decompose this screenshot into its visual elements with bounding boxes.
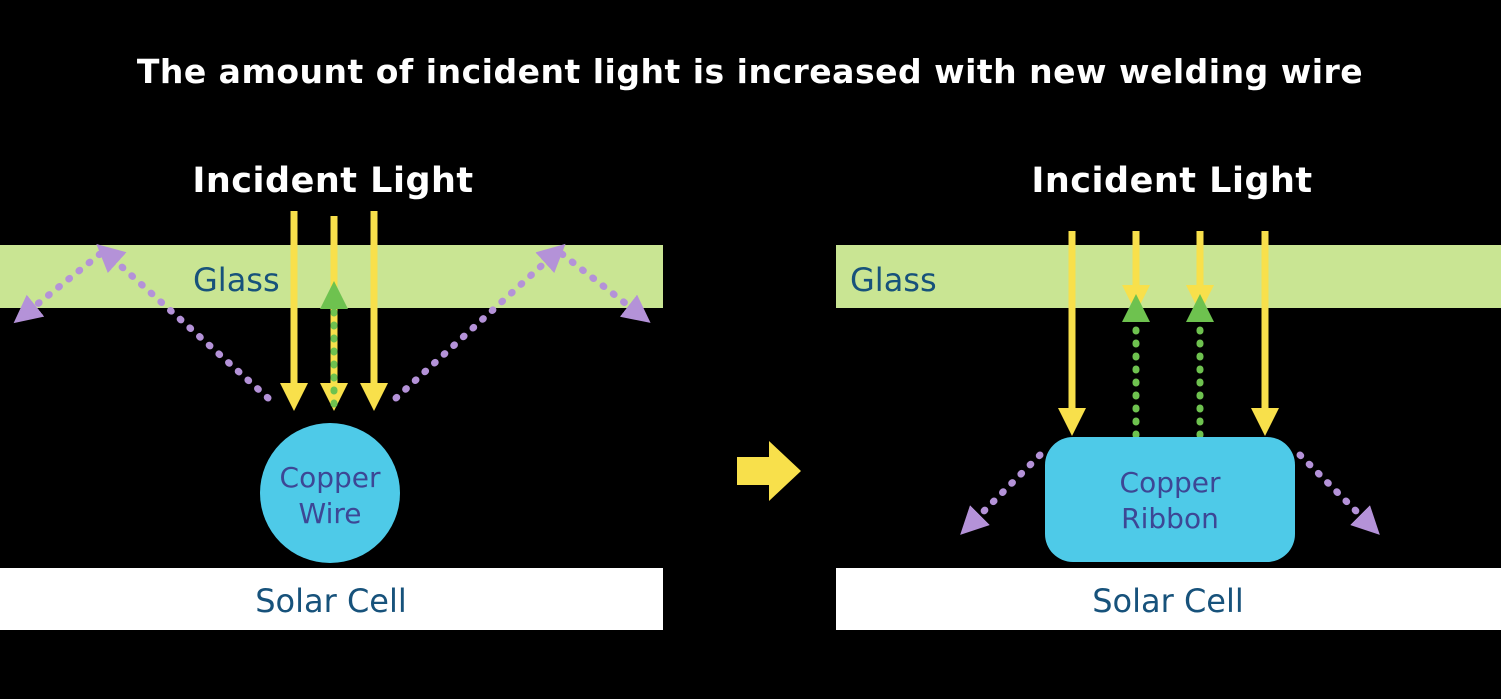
copper-wire-shape xyxy=(260,423,400,563)
solar-cell-label-left: Solar Cell xyxy=(255,582,407,620)
right-panel: Incident Light Glass Copper Ribbon Solar… xyxy=(836,161,1501,630)
solar-cell-layer-left xyxy=(0,568,663,630)
copper-wire-label-line1: Copper xyxy=(280,461,381,494)
incident-light-label-left: Incident Light xyxy=(192,161,473,201)
scattered-ray-left-up-icon xyxy=(96,243,272,402)
transform-arrow-icon xyxy=(737,441,801,501)
glass-label-right: Glass xyxy=(850,261,937,299)
glass-label-left: Glass xyxy=(193,261,280,299)
diagram-title: The amount of incident light is increase… xyxy=(137,52,1363,91)
scattered-ray-right-up-icon xyxy=(392,243,566,402)
left-panel: Incident Light Glass Copper Wire Solar C… xyxy=(0,161,663,630)
glass-layer-right xyxy=(836,245,1501,308)
copper-ribbon-shape xyxy=(1045,437,1295,562)
scattered-ray-ribbon-right-icon xyxy=(1296,451,1380,535)
scattered-ray-left-out-icon xyxy=(13,250,104,324)
incident-light-label-right: Incident Light xyxy=(1031,161,1312,201)
copper-ribbon-label-line2: Ribbon xyxy=(1121,502,1219,535)
solar-cell-layer-right xyxy=(836,568,1501,630)
copper-wire-label-line2: Wire xyxy=(299,497,362,530)
solar-cell-label-right: Solar Cell xyxy=(1092,582,1244,620)
scattered-ray-ribbon-left-icon xyxy=(960,451,1044,535)
copper-ribbon-label-line1: Copper xyxy=(1120,466,1221,499)
scattered-ray-right-out-icon xyxy=(558,250,651,323)
